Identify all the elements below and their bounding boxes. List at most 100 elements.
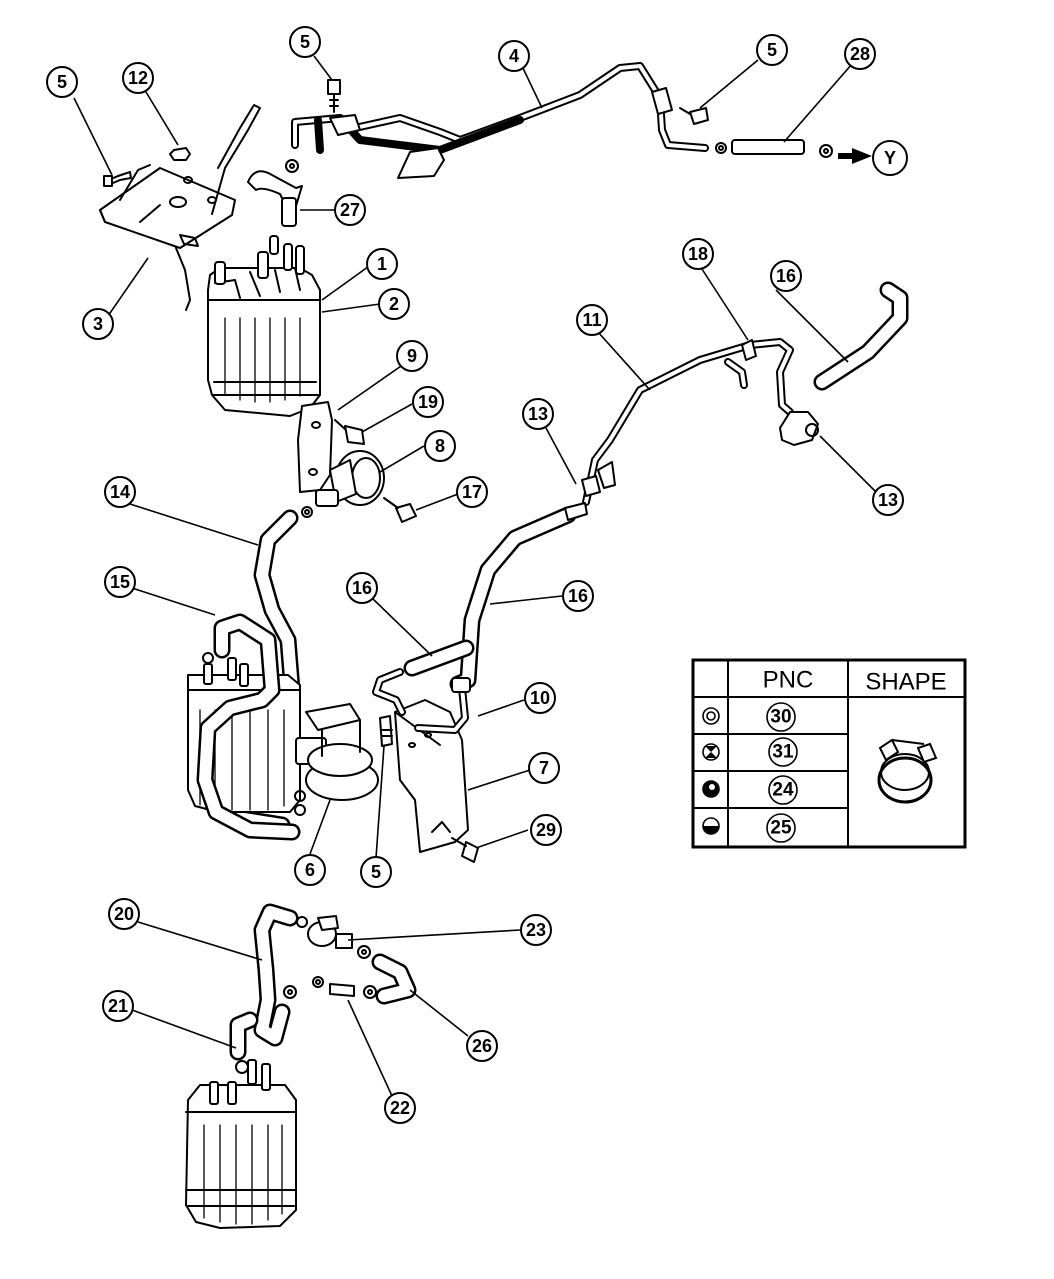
bolt-29 bbox=[451, 837, 479, 863]
hose-26 bbox=[371, 953, 417, 1005]
callout-12: 12 bbox=[122, 62, 154, 94]
callout-5: 5 bbox=[289, 26, 321, 58]
pnc-31: 31 bbox=[768, 737, 798, 767]
hose-16-short bbox=[372, 639, 475, 716]
callout-11: 11 bbox=[576, 304, 608, 336]
svg-text:26: 26 bbox=[472, 1036, 492, 1056]
filled-ring-icon bbox=[702, 780, 720, 798]
bracket-9 bbox=[297, 401, 333, 493]
svg-text:16: 16 bbox=[352, 578, 372, 598]
svg-text:3: 3 bbox=[93, 314, 103, 334]
svg-text:14: 14 bbox=[110, 482, 130, 502]
nut bbox=[169, 147, 191, 161]
hose-28 bbox=[715, 139, 872, 164]
svg-text:5: 5 bbox=[57, 72, 67, 92]
callout-16: 16 bbox=[346, 572, 378, 604]
callout-28: 28 bbox=[844, 38, 876, 70]
callout-10: 10 bbox=[524, 682, 556, 714]
callout-6: 6 bbox=[294, 854, 326, 886]
svg-text:31: 31 bbox=[772, 742, 794, 763]
svg-text:6: 6 bbox=[305, 860, 315, 880]
svg-text:27: 27 bbox=[340, 200, 360, 220]
connector-22 bbox=[283, 976, 377, 999]
purge-valve-8 bbox=[301, 450, 385, 518]
fitting-5 bbox=[379, 715, 393, 747]
callout-19: 19 bbox=[412, 386, 444, 418]
svg-text:23: 23 bbox=[526, 920, 546, 940]
double-circle-icon bbox=[702, 707, 720, 725]
callout-18: 18 bbox=[682, 238, 714, 270]
svg-text:13: 13 bbox=[528, 404, 548, 424]
svg-text:17: 17 bbox=[462, 482, 482, 502]
callout-26: 26 bbox=[466, 1030, 498, 1062]
svg-text:13: 13 bbox=[878, 490, 898, 510]
callout-5: 5 bbox=[756, 34, 788, 66]
bolt bbox=[103, 171, 132, 187]
svg-text:5: 5 bbox=[371, 862, 381, 882]
svg-text:10: 10 bbox=[530, 688, 550, 708]
callout-17: 17 bbox=[456, 476, 488, 508]
svg-text:18: 18 bbox=[688, 244, 708, 264]
svg-text:20: 20 bbox=[114, 904, 134, 924]
callout-7: 7 bbox=[528, 752, 560, 784]
svg-text:21: 21 bbox=[108, 996, 128, 1016]
callout-16: 16 bbox=[562, 580, 594, 612]
table-header-shape: SHAPE bbox=[865, 669, 946, 696]
callout-4: 4 bbox=[498, 40, 530, 72]
vapor-line-bolt-right bbox=[679, 107, 709, 125]
svg-text:16: 16 bbox=[568, 586, 588, 606]
svg-text:8: 8 bbox=[435, 436, 445, 456]
hose-21 bbox=[229, 1011, 259, 1074]
charcoal-canister-bottom bbox=[185, 1059, 297, 1229]
callout-14: 14 bbox=[104, 476, 136, 508]
svg-text:Y: Y bbox=[884, 148, 896, 168]
vacuum-valve-6 bbox=[295, 703, 379, 801]
hose-15 bbox=[196, 613, 306, 841]
svg-text:4: 4 bbox=[509, 46, 519, 66]
callout-13: 13 bbox=[872, 484, 904, 516]
callout-9: 9 bbox=[396, 340, 428, 372]
svg-text:25: 25 bbox=[770, 818, 792, 839]
half-filled-circle-icon bbox=[702, 817, 720, 835]
charcoal-canister-top bbox=[207, 235, 321, 417]
hose-clamp-shape-icon bbox=[877, 738, 938, 804]
pnc-24: 24 bbox=[768, 775, 798, 805]
svg-text:9: 9 bbox=[407, 346, 417, 366]
svg-text:12: 12 bbox=[128, 68, 148, 88]
bolt-19 bbox=[334, 419, 365, 445]
svg-text:2: 2 bbox=[389, 294, 399, 314]
clamp-table: PNC SHAPE 30 31 24 25 bbox=[691, 658, 967, 849]
callout-21: 21 bbox=[102, 990, 134, 1022]
svg-text:7: 7 bbox=[539, 758, 549, 778]
svg-text:22: 22 bbox=[390, 1098, 410, 1118]
grommet bbox=[285, 159, 299, 173]
svg-text:19: 19 bbox=[418, 392, 438, 412]
callout-20: 20 bbox=[108, 898, 140, 930]
valve-23 bbox=[296, 915, 371, 959]
svg-text:1: 1 bbox=[377, 254, 387, 274]
svg-text:15: 15 bbox=[110, 572, 130, 592]
vapor-line-11 bbox=[581, 338, 819, 506]
callout-15: 15 bbox=[104, 566, 136, 598]
hose-10 bbox=[414, 677, 471, 734]
svg-text:5: 5 bbox=[767, 40, 777, 60]
vapor-line-bolt-top bbox=[327, 79, 341, 113]
callout-23: 23 bbox=[520, 914, 552, 946]
pnc-25: 25 bbox=[766, 813, 796, 843]
svg-text:11: 11 bbox=[582, 310, 601, 330]
callout-13: 13 bbox=[522, 398, 554, 430]
svg-text:5: 5 bbox=[300, 32, 310, 52]
callout-y: Y bbox=[872, 140, 908, 176]
vapor-line-tube bbox=[291, 62, 709, 179]
canister-mounting-bracket bbox=[99, 104, 261, 311]
bracket-7 bbox=[394, 699, 469, 853]
svg-text:30: 30 bbox=[770, 707, 791, 728]
callout-16: 16 bbox=[770, 260, 802, 292]
hose-16-upper bbox=[813, 281, 909, 391]
svg-text:16: 16 bbox=[776, 266, 796, 286]
svg-text:29: 29 bbox=[536, 820, 556, 840]
hose-20 bbox=[253, 903, 299, 1047]
callout-29: 29 bbox=[530, 814, 562, 846]
half-filled-cross-icon bbox=[702, 743, 720, 761]
